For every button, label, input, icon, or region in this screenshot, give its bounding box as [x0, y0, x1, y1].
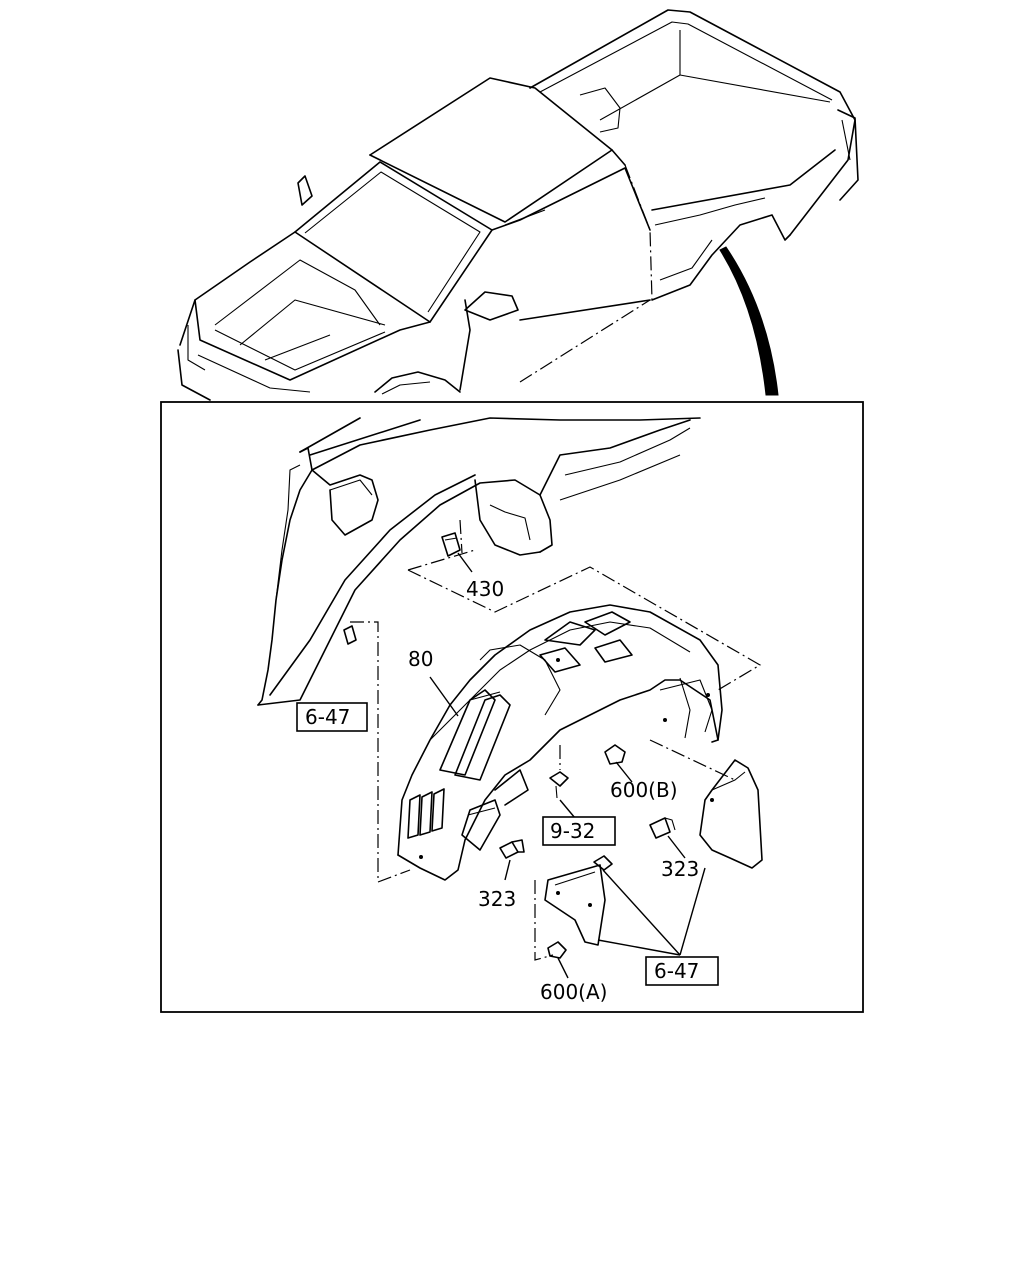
- clip-932-icon: [549, 771, 569, 799]
- mud-flap-right-illustration: [699, 759, 763, 869]
- clip-600b-icon: [604, 744, 626, 765]
- leader-lines: [429, 552, 706, 979]
- truck-overview-illustration: [177, 9, 859, 401]
- assembly-guide-lines: [350, 519, 762, 961]
- detail-view-frame: [160, 401, 864, 1013]
- ref-box-932[interactable]: 9-32: [542, 816, 616, 846]
- ref-box-647-left[interactable]: 6-47: [296, 702, 368, 732]
- ref-647-left-text: 6-47: [305, 705, 350, 729]
- label-323-left[interactable]: 323: [478, 887, 516, 911]
- label-80[interactable]: 80: [408, 647, 433, 671]
- screw-323-left-icon: [499, 839, 525, 859]
- label-600a[interactable]: 600(A): [540, 980, 607, 1004]
- mud-flap-left-illustration: [544, 864, 606, 946]
- bolt-upper-icon: [593, 855, 613, 871]
- inner-wheel-liner-illustration: [397, 604, 723, 881]
- ref-box-647-right[interactable]: 6-47: [645, 956, 719, 986]
- label-600b[interactable]: 600(B): [610, 778, 678, 802]
- ref-932-text: 9-32: [550, 819, 595, 843]
- label-323-right[interactable]: 323: [661, 857, 699, 881]
- clip-600a-icon: [547, 941, 567, 959]
- label-430[interactable]: 430: [466, 577, 504, 601]
- screw-323-right-icon: [649, 817, 676, 839]
- ref-647-right-text: 6-47: [654, 959, 699, 983]
- quarter-panel-illustration: [257, 417, 701, 706]
